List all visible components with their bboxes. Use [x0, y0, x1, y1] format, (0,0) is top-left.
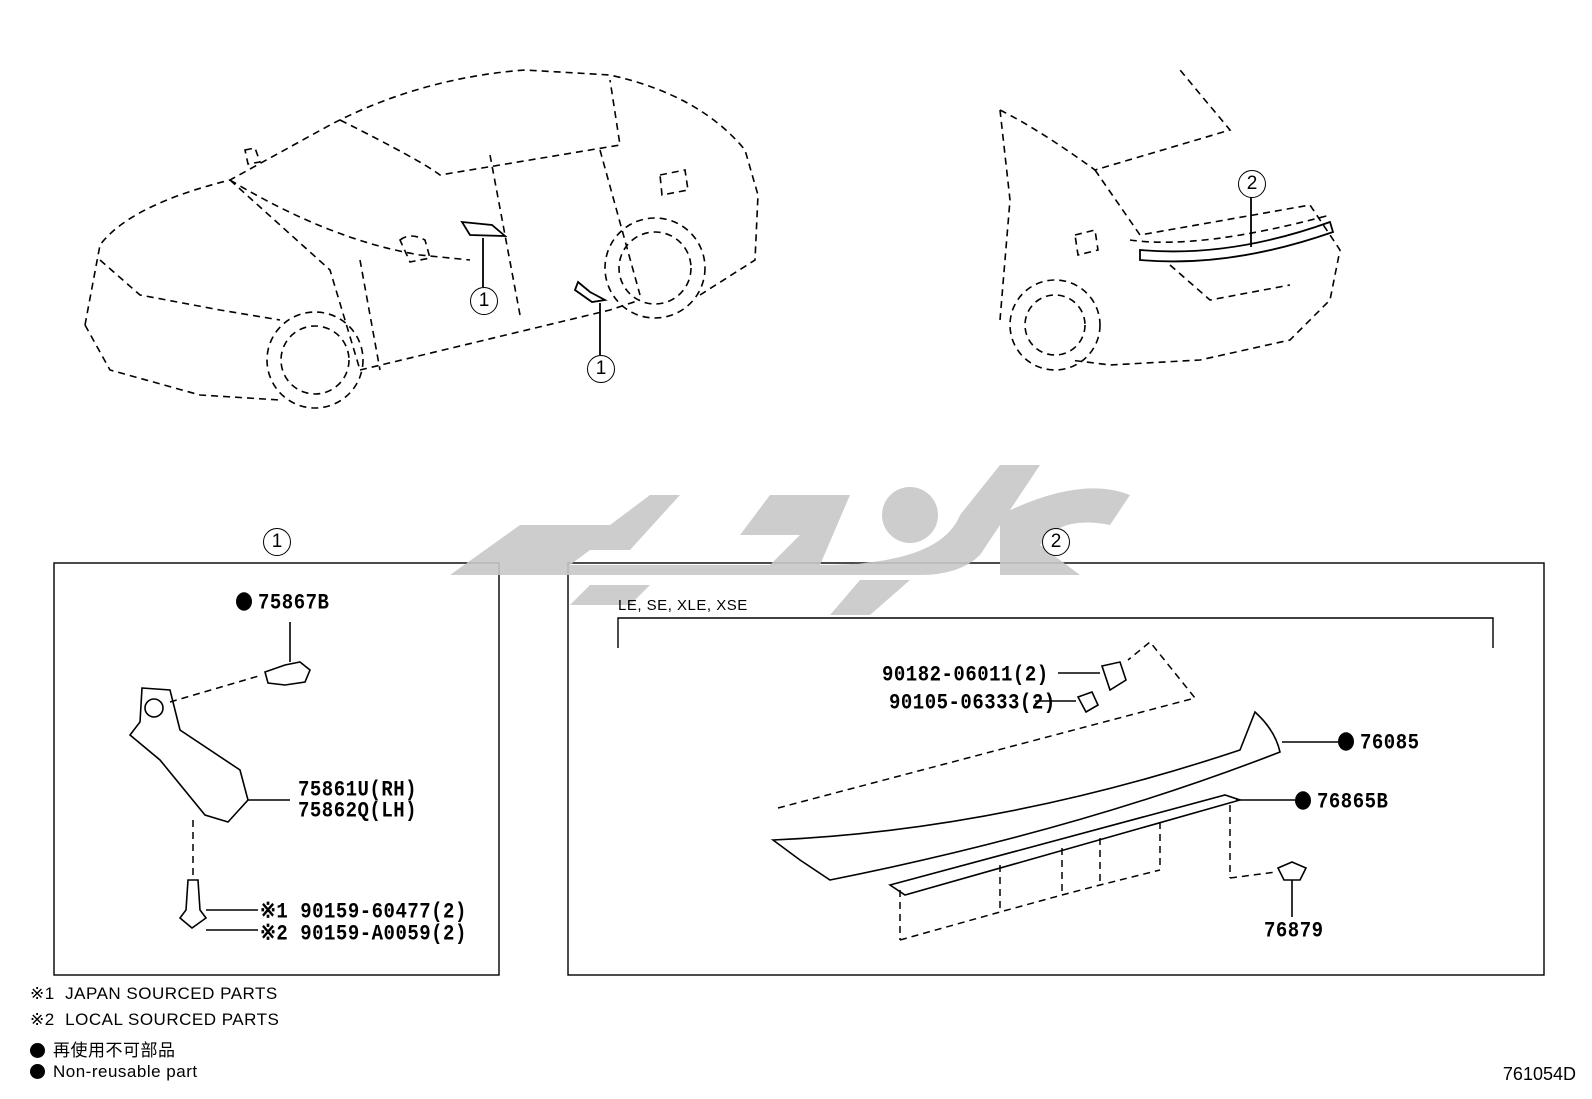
- callout-1-lower[interactable]: 1: [587, 355, 615, 383]
- rear-car-side-line: [999, 109, 1011, 321]
- front-car-hood-line: [229, 179, 471, 261]
- part-90159-60477[interactable]: ※1 90159-60477(2): [260, 899, 467, 925]
- front-car-bumper-line: [99, 259, 281, 321]
- front-car-window-line: [339, 79, 621, 176]
- legend-mark-1: ※1: [30, 984, 55, 1003]
- front-car-door-line-a: [359, 259, 381, 371]
- legend-non-reusable-en: Non-reusable part: [30, 1062, 198, 1082]
- legend-non-reusable-jp: 再使用不可部品: [30, 1036, 176, 1061]
- front-car-mirror: [399, 235, 432, 263]
- non-reusable-dot-icon: [236, 592, 252, 611]
- legend-dot-icon: [30, 1064, 45, 1079]
- front-car-rear-wheel: [604, 217, 706, 319]
- nut-90182-shape: [1100, 661, 1127, 692]
- bracket-hole: [144, 698, 164, 718]
- part-75867b[interactable]: 75867B: [236, 590, 329, 615]
- legend-text-1: JAPAN SOURCED PARTS: [65, 984, 278, 1003]
- dash-spoiler-outline: [777, 640, 1197, 809]
- front-car-bracket-upper: [460, 220, 508, 237]
- diagram-id: 761054D: [1502, 1064, 1576, 1084]
- part-75867b-text: 75867B: [258, 590, 330, 616]
- non-reusable-dot-icon: [1338, 732, 1354, 751]
- clip-76879-shape: [1276, 861, 1308, 881]
- clip-75867b-shape: [264, 661, 311, 686]
- non-reusable-dot-icon: [1295, 791, 1311, 810]
- dash-seal-base: [899, 869, 1161, 941]
- part-90182-06011[interactable]: 90182-06011(2): [882, 662, 1049, 688]
- part-75862q[interactable]: 75862Q(LH): [298, 798, 418, 824]
- box1-frame: [53, 562, 500, 976]
- front-car-door-line-c: [599, 149, 641, 296]
- legend-text-2: LOCAL SOURCED PARTS: [65, 1010, 280, 1029]
- part-76865b[interactable]: 76865B: [1295, 789, 1388, 814]
- front-car-rear-hub: [618, 231, 692, 305]
- spoiler-76085-shape: [770, 710, 1281, 881]
- legend-mark-2: ※2: [30, 1010, 55, 1029]
- part-76865b-text: 76865B: [1317, 789, 1389, 815]
- box1-label: 1: [263, 528, 291, 556]
- legend-text-4: Non-reusable part: [53, 1062, 198, 1081]
- part-90159-a0059[interactable]: ※2 90159-A0059(2): [260, 921, 467, 947]
- legend-text-3: 再使用不可部品: [53, 1041, 176, 1060]
- front-car-bracket-lower: [573, 280, 608, 303]
- rear-car-spoiler: [1139, 220, 1335, 263]
- bracket-75861u-shape: [128, 687, 249, 823]
- rear-car-body-outline: [1069, 169, 1341, 366]
- dash-clip-to-bracket: [169, 674, 263, 703]
- part-75861u[interactable]: 75861U(RH): [298, 777, 418, 803]
- front-car-lower-line: [84, 324, 281, 401]
- front-car-rocker-line: [359, 299, 641, 371]
- rear-car-trunk-line: [1129, 214, 1331, 243]
- part-76085[interactable]: 76085: [1338, 730, 1420, 755]
- box2-label: 2: [1042, 528, 1070, 556]
- front-car-front-wheel: [266, 311, 364, 409]
- callout-2-rear[interactable]: 2: [1238, 170, 1266, 198]
- front-car-fuel-door: [659, 169, 689, 196]
- rear-car-plate-line: [1169, 264, 1291, 301]
- part-90105-06333[interactable]: 90105-06333(2): [889, 690, 1056, 716]
- legend-dot-icon: [30, 1043, 45, 1058]
- screw-90105-shape: [1076, 691, 1100, 714]
- part-76879[interactable]: 76879: [1264, 918, 1324, 944]
- front-car-fender-line: [229, 179, 361, 371]
- dash-clip-76879: [1229, 871, 1277, 879]
- legend-local-sourced: ※2 LOCAL SOURCED PARTS: [30, 1010, 279, 1030]
- rear-car-wheel: [1009, 279, 1101, 371]
- rear-car-hub: [1024, 294, 1086, 356]
- bolt-90159-shape: [178, 879, 208, 930]
- front-car-antenna: [244, 147, 262, 165]
- watermark-logo: [450, 465, 1130, 615]
- legend-japan-sourced: ※1 JAPAN SOURCED PARTS: [30, 984, 278, 1004]
- rear-car-roof-outline: [999, 69, 1232, 171]
- rear-car-fuel-door: [1074, 229, 1099, 256]
- seal-76865b-shape: [888, 794, 1243, 896]
- callout-1-upper[interactable]: 1: [470, 287, 498, 315]
- front-car-roof-outline: [84, 69, 759, 326]
- front-car-front-hub: [280, 325, 350, 395]
- part-76085-text: 76085: [1360, 730, 1420, 756]
- variant-bracket: [617, 617, 1494, 648]
- front-car-door-line-b: [489, 154, 521, 316]
- variant-label: LE, SE, XLE, XSE: [618, 597, 748, 614]
